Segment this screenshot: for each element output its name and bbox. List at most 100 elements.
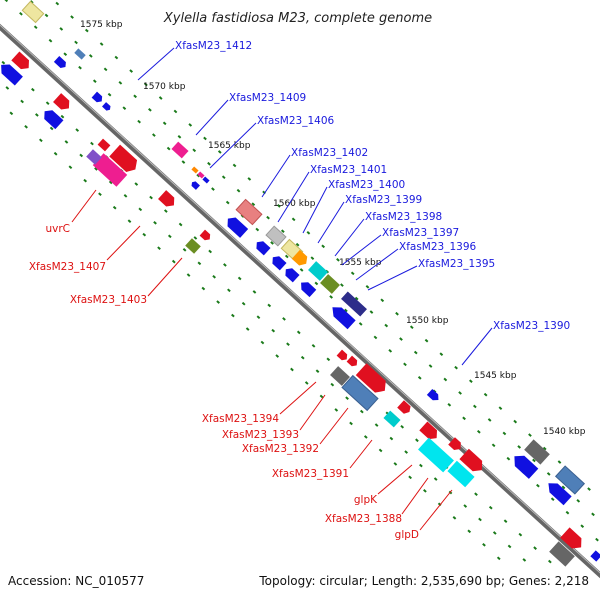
gene-feature[interactable] bbox=[11, 51, 32, 73]
gene-feature[interactable] bbox=[524, 439, 550, 465]
gene-feature[interactable] bbox=[41, 107, 64, 130]
gene-feature[interactable] bbox=[235, 198, 263, 226]
gene-feature[interactable] bbox=[74, 48, 86, 60]
gene-feature[interactable] bbox=[341, 291, 367, 317]
gene-label-forward[interactable]: XfasM23_1412 bbox=[175, 40, 252, 52]
tick-dot bbox=[255, 227, 260, 232]
gene-feature[interactable] bbox=[53, 93, 73, 113]
gene-feature[interactable] bbox=[291, 249, 310, 268]
tick-dot bbox=[166, 146, 171, 151]
gene-feature[interactable] bbox=[346, 355, 360, 369]
gene-feature[interactable] bbox=[253, 239, 271, 256]
gene-feature[interactable] bbox=[397, 400, 413, 415]
gene-label-forward[interactable]: XfasM23_1396 bbox=[399, 241, 477, 253]
gene-feature[interactable] bbox=[92, 153, 128, 187]
gene-feature[interactable] bbox=[185, 238, 201, 254]
gene-feature[interactable] bbox=[510, 451, 539, 479]
gene-feature[interactable] bbox=[336, 349, 350, 363]
tick-dot bbox=[458, 391, 462, 395]
gene-label-reverse[interactable]: XfasM23_1407 bbox=[29, 261, 106, 273]
gene-feature[interactable] bbox=[21, 0, 45, 24]
tick-dot bbox=[295, 242, 300, 247]
gene-label-forward[interactable]: XfasM23_1398 bbox=[365, 211, 442, 223]
gene-feature[interactable] bbox=[224, 214, 249, 238]
gene-label-forward[interactable]: XfasM23_1395 bbox=[418, 258, 495, 270]
tick-dot bbox=[103, 67, 108, 72]
gene-feature[interactable] bbox=[109, 144, 140, 176]
tick-dot bbox=[251, 202, 256, 207]
tick-dot bbox=[171, 259, 176, 264]
tick-dot bbox=[158, 96, 163, 100]
tick-dot bbox=[221, 175, 226, 180]
scale-tick-label: 1570 kbp bbox=[143, 82, 186, 92]
gene-label-reverse[interactable]: XfasM23_1392 bbox=[242, 443, 319, 455]
gene-feature[interactable] bbox=[459, 448, 486, 476]
tick-dot bbox=[153, 221, 157, 225]
gene-feature[interactable] bbox=[0, 60, 23, 86]
tick-dot bbox=[439, 352, 444, 357]
gene-feature[interactable] bbox=[320, 274, 340, 294]
gene-feature[interactable] bbox=[190, 180, 200, 190]
gene-label-reverse[interactable]: XfasM23_1394 bbox=[202, 413, 280, 425]
gene-label-forward[interactable]: XfasM23_1409 bbox=[229, 92, 306, 104]
gene-feature[interactable] bbox=[330, 366, 350, 386]
tick-dot bbox=[133, 94, 137, 99]
gene-label-reverse[interactable]: XfasM23_1393 bbox=[222, 429, 299, 441]
scale-tick-label: 1560 kbp bbox=[273, 199, 316, 209]
gene-label-forward[interactable]: XfasM23_1402 bbox=[291, 147, 368, 159]
gene-label-forward[interactable]: XfasM23_1400 bbox=[328, 179, 405, 191]
tick-dot bbox=[148, 107, 152, 112]
tick-dot bbox=[384, 323, 389, 328]
tick-dot bbox=[498, 406, 503, 410]
gene-feature[interactable] bbox=[197, 171, 205, 179]
tick-dot bbox=[270, 241, 274, 245]
gene-feature[interactable] bbox=[102, 102, 112, 112]
gene-feature[interactable] bbox=[560, 527, 586, 552]
gene-feature[interactable] bbox=[202, 176, 210, 184]
gene-feature[interactable] bbox=[549, 541, 575, 567]
tick-dot bbox=[428, 364, 433, 368]
gene-feature[interactable] bbox=[418, 437, 454, 473]
tick-dot bbox=[75, 128, 80, 132]
gene-feature[interactable] bbox=[91, 91, 105, 105]
gene-feature[interactable] bbox=[298, 279, 317, 298]
gene-feature[interactable] bbox=[355, 363, 390, 396]
gene-feature[interactable] bbox=[554, 465, 586, 495]
scale-tick-label: 1575 kbp bbox=[80, 20, 123, 30]
gene-feature[interactable] bbox=[158, 190, 178, 210]
gene-feature[interactable] bbox=[328, 303, 356, 330]
tick-dot bbox=[299, 268, 304, 272]
gene-feature[interactable] bbox=[308, 261, 328, 281]
gene-label-forward[interactable]: XfasM23_1399 bbox=[345, 194, 422, 206]
gene-feature[interactable] bbox=[419, 421, 440, 443]
gene-feature[interactable] bbox=[447, 460, 475, 488]
gene-label-forward[interactable]: XfasM23_1401 bbox=[310, 164, 387, 176]
gene-label-reverse[interactable]: glpD bbox=[395, 529, 419, 541]
gene-feature[interactable] bbox=[199, 229, 213, 243]
gene-feature[interactable] bbox=[269, 254, 287, 271]
gene-label-reverse[interactable]: XfasM23_1403 bbox=[70, 294, 147, 306]
gene-feature[interactable] bbox=[265, 225, 287, 247]
gene-feature[interactable] bbox=[53, 56, 68, 70]
gene-feature[interactable] bbox=[448, 437, 464, 452]
tick-dot bbox=[452, 516, 457, 520]
gene-feature[interactable] bbox=[590, 550, 600, 562]
tick-dot bbox=[330, 382, 335, 387]
gene-feature[interactable] bbox=[191, 166, 199, 174]
gene-label-reverse[interactable]: uvrC bbox=[45, 223, 70, 235]
gene-feature[interactable] bbox=[383, 410, 401, 428]
gene-feature[interactable] bbox=[282, 266, 300, 283]
gene-label-reverse[interactable]: glpK bbox=[354, 494, 378, 506]
gene-feature[interactable] bbox=[97, 138, 111, 152]
gene-feature[interactable] bbox=[341, 374, 379, 412]
gene-feature[interactable] bbox=[426, 389, 441, 403]
gene-label-forward[interactable]: XfasM23_1397 bbox=[382, 227, 459, 239]
gene-label-forward[interactable]: XfasM23_1390 bbox=[493, 320, 570, 332]
gene-label-reverse[interactable]: XfasM23_1388 bbox=[325, 513, 402, 525]
gene-feature[interactable] bbox=[86, 149, 102, 165]
gene-label-forward[interactable]: XfasM23_1406 bbox=[257, 115, 335, 127]
gene-feature[interactable] bbox=[171, 141, 189, 159]
tick-dot bbox=[476, 429, 481, 434]
gene-feature[interactable] bbox=[544, 479, 572, 506]
gene-label-reverse[interactable]: XfasM23_1391 bbox=[272, 468, 349, 480]
